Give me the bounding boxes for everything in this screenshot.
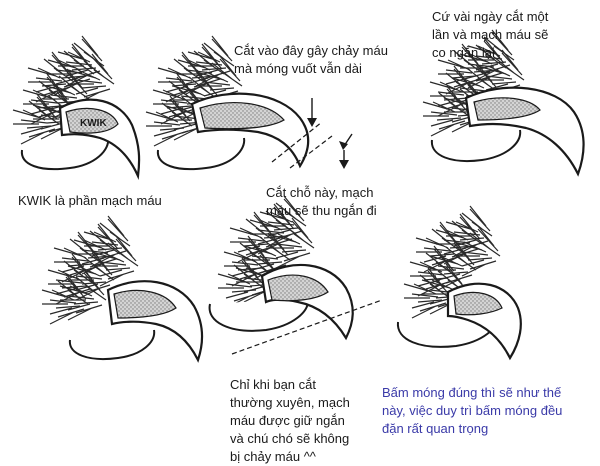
arrow-down-icon [339,133,353,169]
caption-cut-every-few-days: Cứ vài ngày cắt một lần và mạch máu sẽ c… [432,9,549,60]
claw-panel-5 [208,195,383,355]
arrow-down-icon [307,98,317,127]
quick [113,289,177,319]
toe-pad [208,297,310,332]
quick [65,107,119,134]
quick [267,274,329,302]
quick [473,97,541,121]
toe-pad [68,329,156,360]
claw-panel-2 [145,35,353,171]
cut-line-deep [271,121,323,163]
claw-panel-1: KWIK [12,35,141,181]
toe-pad [156,137,246,171]
cut-line-safe [289,135,333,169]
caption-frequent-cut: Chỉ khi bạn cắt thường xuyên, mạch máu đ… [230,377,350,464]
trim-guide-line [231,299,383,355]
caption-cut-bleed: Cắt vào đây gây chảy máu mà móng vuốt vẫ… [234,43,388,76]
quick [199,102,285,130]
quick [453,291,503,316]
toe-pad [20,137,110,171]
claw-panel-3 [422,29,585,177]
claw-panel-6 [396,205,522,361]
kwik-tag: KWIK [80,118,107,129]
caption-cut-here-shrinks: Cắt chỗ này, mạch máu sẽ thu ngắn đi [266,185,377,218]
caption-proper-trim: Bấm móng đúng thì sẽ như thế này, việc d… [382,385,563,436]
claw-panel-4 [41,215,204,363]
toe-pad [430,129,522,162]
caption-kwik-is-vessel: KWIK là phần mạch máu [18,193,162,208]
